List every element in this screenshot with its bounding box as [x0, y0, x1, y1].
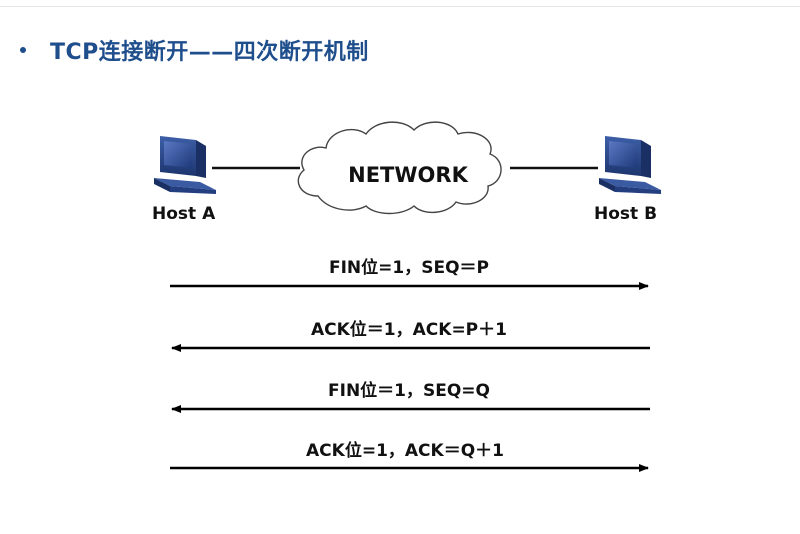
host-b-computer-icon [599, 136, 661, 194]
network-label: NETWORK [348, 163, 468, 187]
title-row: TCP连接断开——四次断开机制 [20, 34, 369, 66]
message-4-label: ACK位=1，ACK＝Q＋1 [306, 440, 504, 461]
page-title: TCP连接断开——四次断开机制 [50, 40, 369, 65]
message-2-label: ACK位＝1，ACK=P＋1 [311, 319, 507, 340]
host-b-label: Host B [594, 204, 657, 224]
host-a-computer-icon [154, 136, 216, 194]
network-cloud-icon [297, 121, 502, 215]
host-a-label: Host A [152, 204, 216, 224]
top-divider [0, 6, 800, 7]
message-1-label: FIN位=1，SEQ＝P [329, 257, 489, 278]
bullet-icon [20, 47, 26, 53]
message-3-label: FIN位＝1，SEQ=Q [328, 380, 490, 401]
